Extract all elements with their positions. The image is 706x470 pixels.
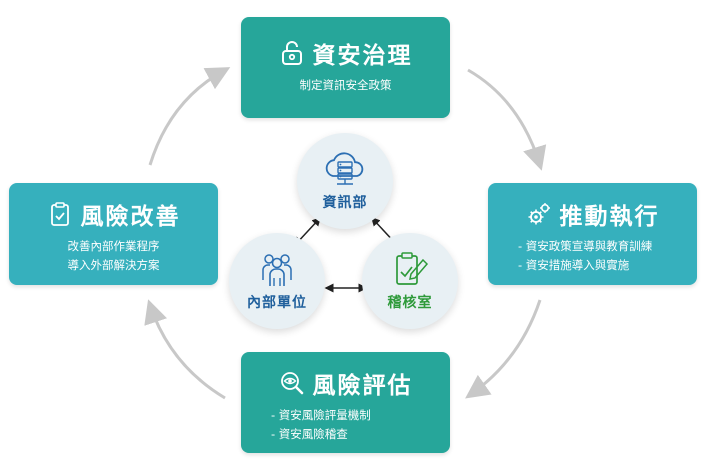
assessment-line-1: - 資安風險評量機制 — [271, 408, 371, 422]
audit-office-label: 稽核室 — [387, 295, 433, 311]
internal-units-label: 內部單位 — [247, 295, 307, 311]
governance-line-1: 制定資訊安全政策 — [299, 78, 392, 92]
arrow-bottom-to-left — [144, 299, 226, 400]
assessment-title: 風險評估 — [312, 373, 413, 399]
it-department-node: 資訊部 — [297, 133, 393, 229]
assessment-lines: - 資安風險評量機制 - 資安風險稽查 — [241, 406, 450, 444]
execution-title-row: 推動執行 — [488, 197, 697, 231]
governance-title-row: 資安治理 — [241, 36, 450, 70]
magnifier-eye-icon — [280, 372, 303, 395]
execution-lines: - 資安政策宣導與教育訓練 - 資安措施導入與實施 — [488, 237, 697, 275]
assessment-title-row: 風險評估 — [241, 366, 450, 400]
assessment-box: 風險評估 - 資安風險評量機制 - 資安風險稽查 — [241, 352, 450, 453]
people-group-icon — [262, 254, 292, 286]
improvement-line-2: 導入外部解決方案 — [67, 258, 160, 272]
assessment-line-2: - 資安風險稽查 — [271, 427, 348, 441]
unlock-icon — [281, 41, 302, 65]
clipboard-check-icon — [50, 202, 69, 226]
execution-title: 推動執行 — [559, 204, 660, 230]
internal-units-node: 內部單位 — [229, 233, 325, 329]
cloud-server-icon — [325, 152, 364, 185]
improvement-lines: 改善內部作業程序 導入外部解決方案 — [9, 237, 218, 275]
improvement-line-1: 改善內部作業程序 — [67, 239, 160, 253]
execution-line-2: - 資安措施導入與實施 — [518, 258, 630, 272]
governance-box: 資安治理 制定資訊安全政策 — [241, 17, 450, 118]
it-department-label: 資訊部 — [322, 195, 368, 211]
audit-office-node: 稽核室 — [362, 233, 458, 329]
execution-box: 推動執行 - 資安政策宣導與教育訓練 - 資安措施導入與實施 — [488, 183, 697, 285]
arrow-top-to-right — [467, 68, 547, 171]
execution-line-1: - 資安政策宣導與教育訓練 — [518, 239, 653, 253]
clipboard-pen-icon — [396, 252, 429, 285]
improvement-box: 風險改善 改善內部作業程序 導入外部解決方案 — [9, 183, 218, 285]
arrow-right-to-bottom — [465, 299, 542, 399]
gears-icon — [528, 203, 550, 225]
governance-title: 資安治理 — [312, 43, 413, 69]
arrow-left-to-top — [148, 67, 231, 166]
improvement-title: 風險改善 — [80, 204, 181, 230]
improvement-title-row: 風險改善 — [9, 197, 218, 231]
